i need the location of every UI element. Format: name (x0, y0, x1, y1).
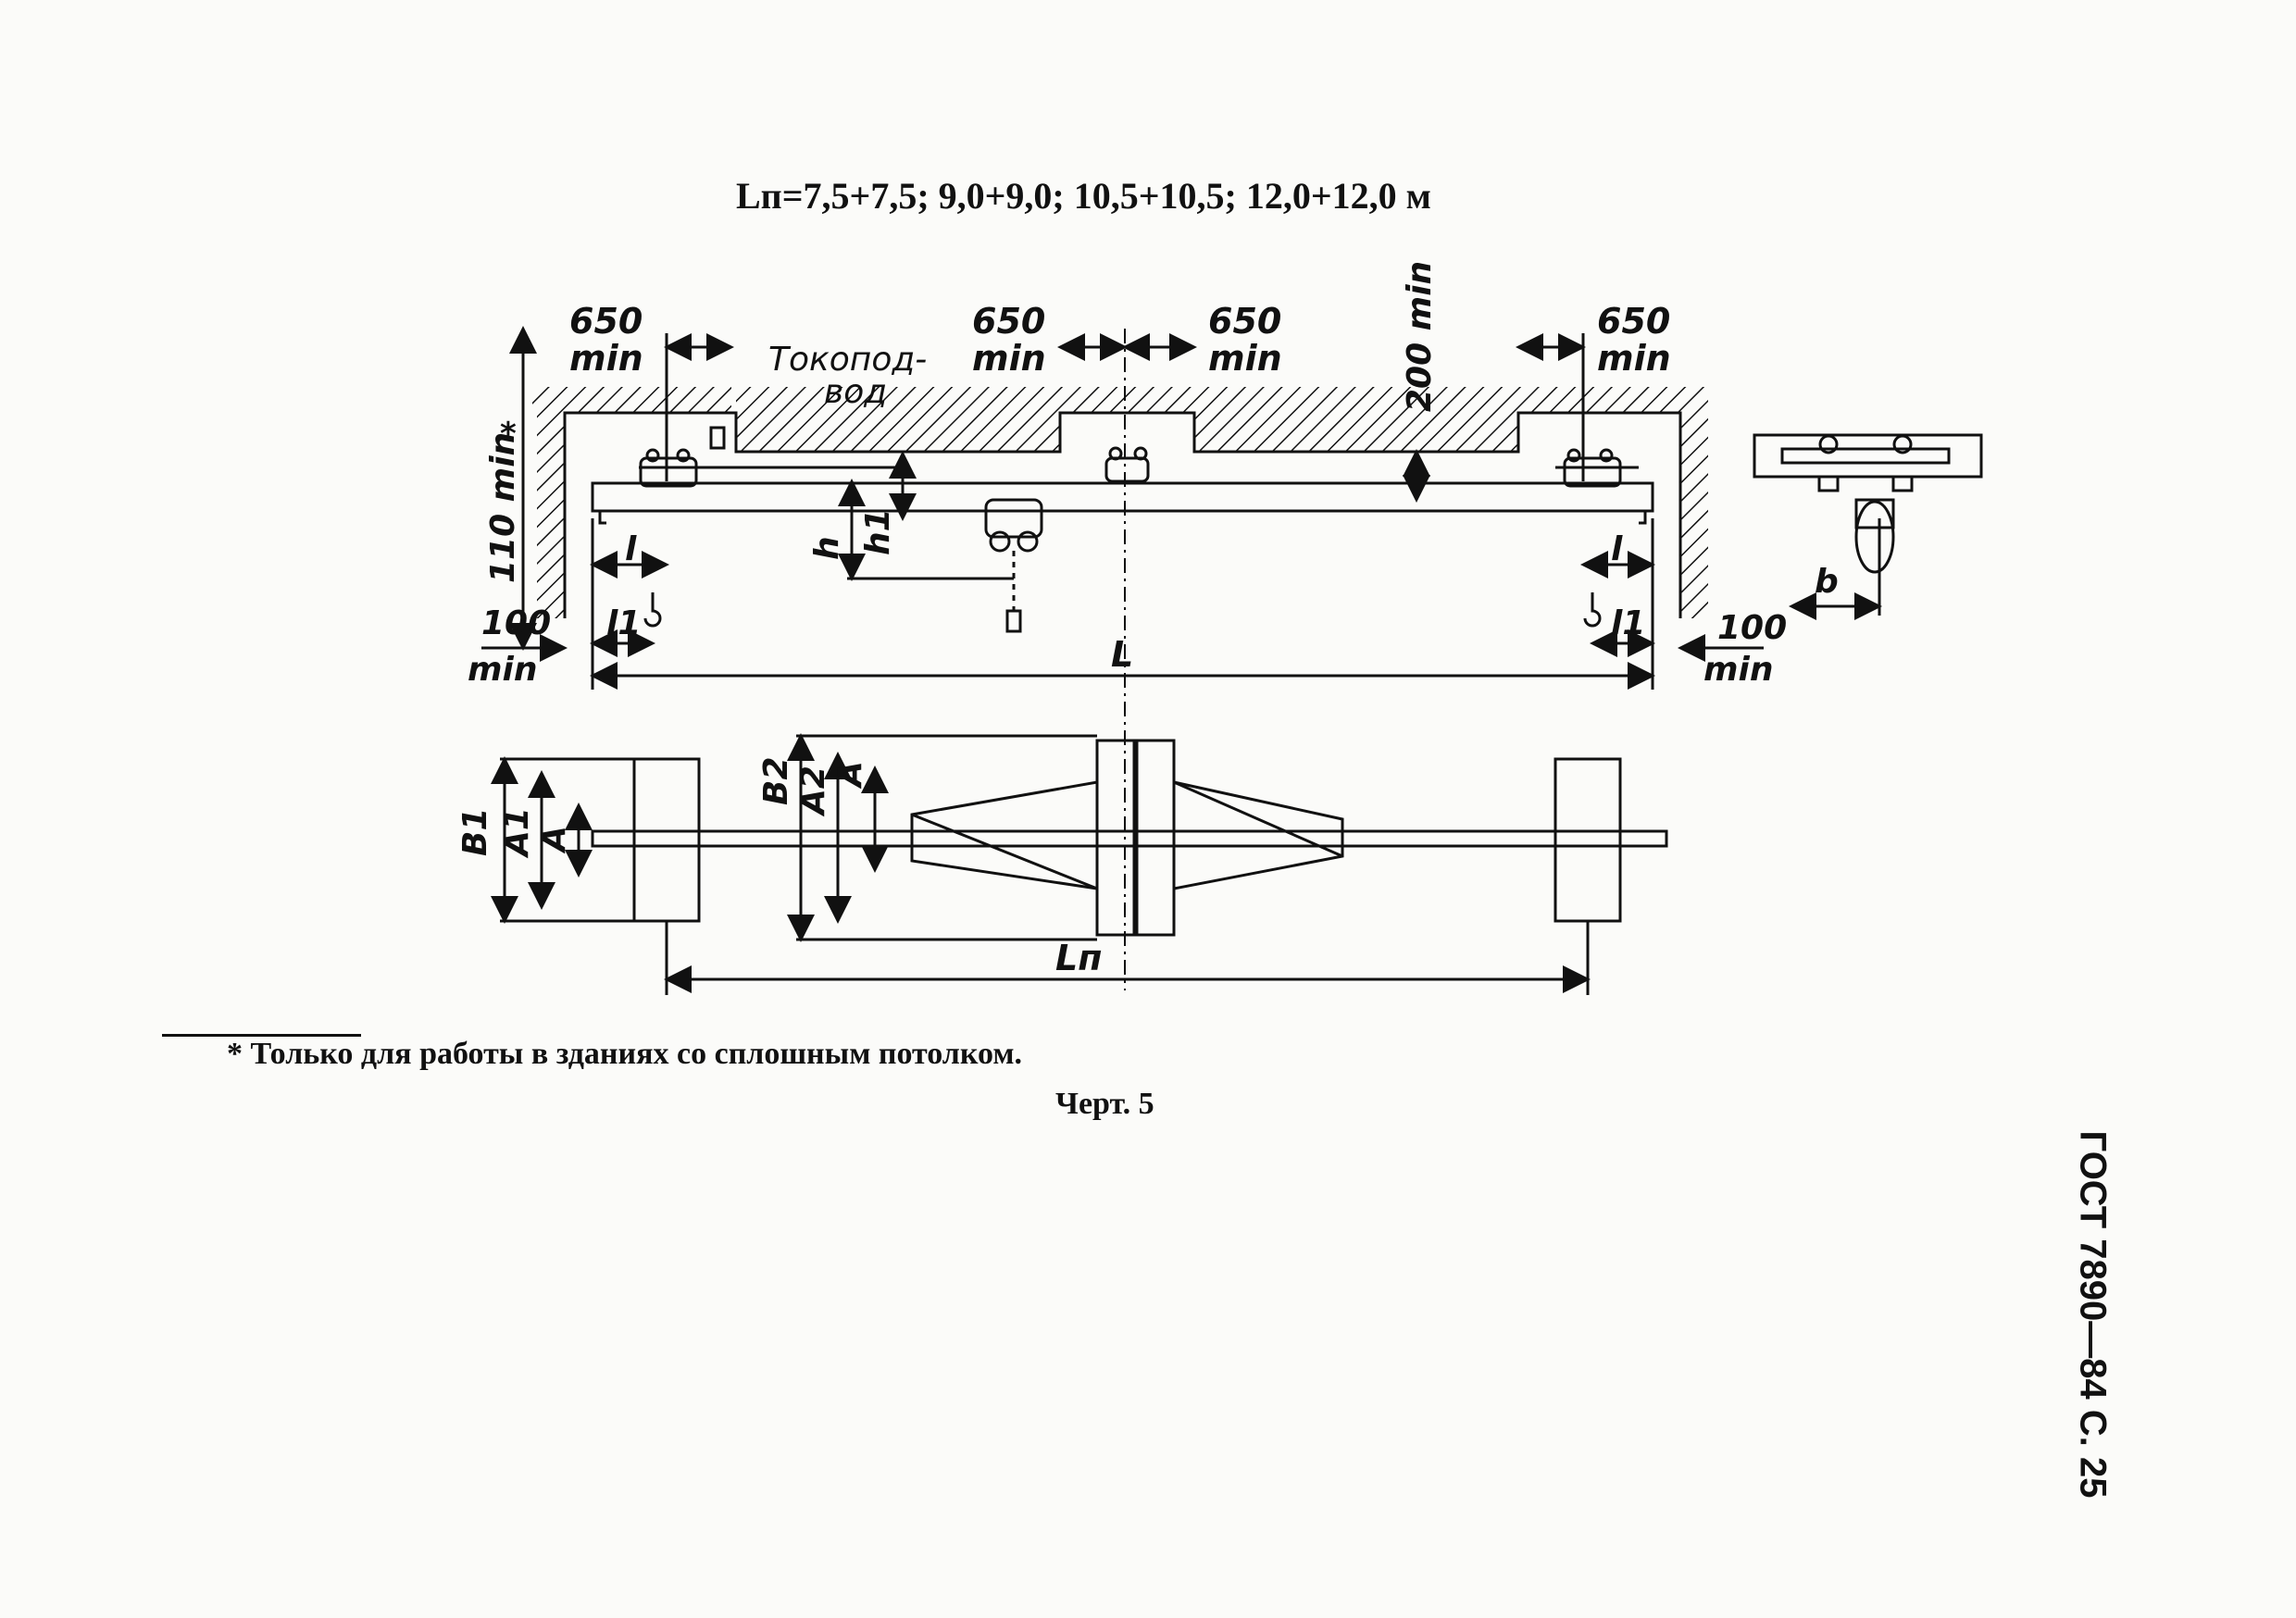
footnote-rule (162, 1034, 361, 1037)
truss-right (1172, 780, 1344, 890)
label-h: h (808, 536, 846, 560)
label-B1: B1 (456, 808, 494, 857)
end-carriage-right (1563, 448, 1622, 488)
label-A-left: A (535, 826, 573, 854)
label-A1: A1 (498, 807, 536, 859)
ceiling-hatch-right (1518, 387, 1708, 413)
label-min-100-right: min (1703, 651, 1773, 689)
ceiling-hatch-mid (1060, 387, 1194, 413)
plan-view (491, 733, 1668, 995)
girder-end-right (1639, 511, 1647, 525)
label-min-4: min (1597, 338, 1671, 379)
truss-left (910, 780, 1099, 890)
label-650-4: 650 (1597, 301, 1670, 342)
label-Ln: Lп (1055, 938, 1102, 978)
label-A2: A2 (794, 765, 832, 817)
label-650-2: 650 (972, 301, 1045, 342)
ceiling-hatch-left (532, 387, 731, 413)
label-B2: B2 (757, 757, 795, 806)
side-view-carriage (1753, 433, 1983, 620)
label-L: L (1111, 634, 1133, 675)
hook-right (1583, 592, 1602, 628)
label-650-1: 650 (569, 301, 643, 342)
end-beam-left (632, 757, 701, 923)
label-l-left: l (625, 530, 637, 568)
end-beam-right (1554, 757, 1622, 923)
label-100-left: 100 (481, 604, 551, 642)
label-h1: h1 (859, 508, 897, 555)
figure-caption: Черт. 5 (1055, 1087, 1154, 1121)
heading-span-lengths: Lп=7,5+7,5; 9,0+9,0; 10,5+10,5; 12,0+12,… (736, 175, 1431, 217)
label-l-right: l (1611, 530, 1623, 568)
label-100-right: 100 (1717, 609, 1787, 647)
wall-hatch-right (1680, 413, 1708, 618)
wall-hatch-left (537, 413, 565, 618)
hook-left (643, 592, 662, 628)
elevation-view (481, 326, 1764, 990)
label-l1-right: l1 (1611, 604, 1645, 642)
label-min-3: min (1208, 338, 1282, 379)
girder-end-left (598, 511, 606, 525)
label-l1-left: l1 (606, 604, 641, 642)
plan-girder (591, 829, 1668, 848)
label-min-100-left: min (468, 651, 537, 689)
label-asterisk: * (500, 416, 517, 453)
label-current-lead-2: вод (824, 373, 887, 411)
ceiling-hatch-block-2 (1194, 387, 1518, 452)
label-min-2: min (972, 338, 1046, 379)
current-collector (709, 426, 726, 450)
label-200min: 200 min (1401, 261, 1439, 412)
end-beam-center-right (1135, 739, 1176, 937)
main-girder (591, 481, 1654, 513)
drawing-labels: 650 min 650 min 650 min 650 min Токопод-… (456, 261, 1839, 978)
ceiling-hatch-block-1 (736, 387, 1060, 452)
hoist-trolley (984, 498, 1043, 633)
label-A-mid: A (831, 761, 869, 790)
standard-page-label: ГОСТ 7890—84 С. 25 (2072, 1130, 2114, 1499)
footnote: * Только для работы в зданиях со сплошны… (227, 1037, 1023, 1071)
end-carriage-center (1104, 446, 1150, 483)
end-beam-center-left (1095, 739, 1136, 937)
label-650-3: 650 (1208, 301, 1281, 342)
end-carriage-left (639, 448, 698, 488)
label-current-lead: Токопод- (768, 341, 927, 379)
label-110min: 110 min (484, 432, 522, 583)
label-min-1: min (569, 338, 643, 379)
label-b: b (1815, 563, 1839, 601)
ceiling-outline (563, 411, 1682, 618)
